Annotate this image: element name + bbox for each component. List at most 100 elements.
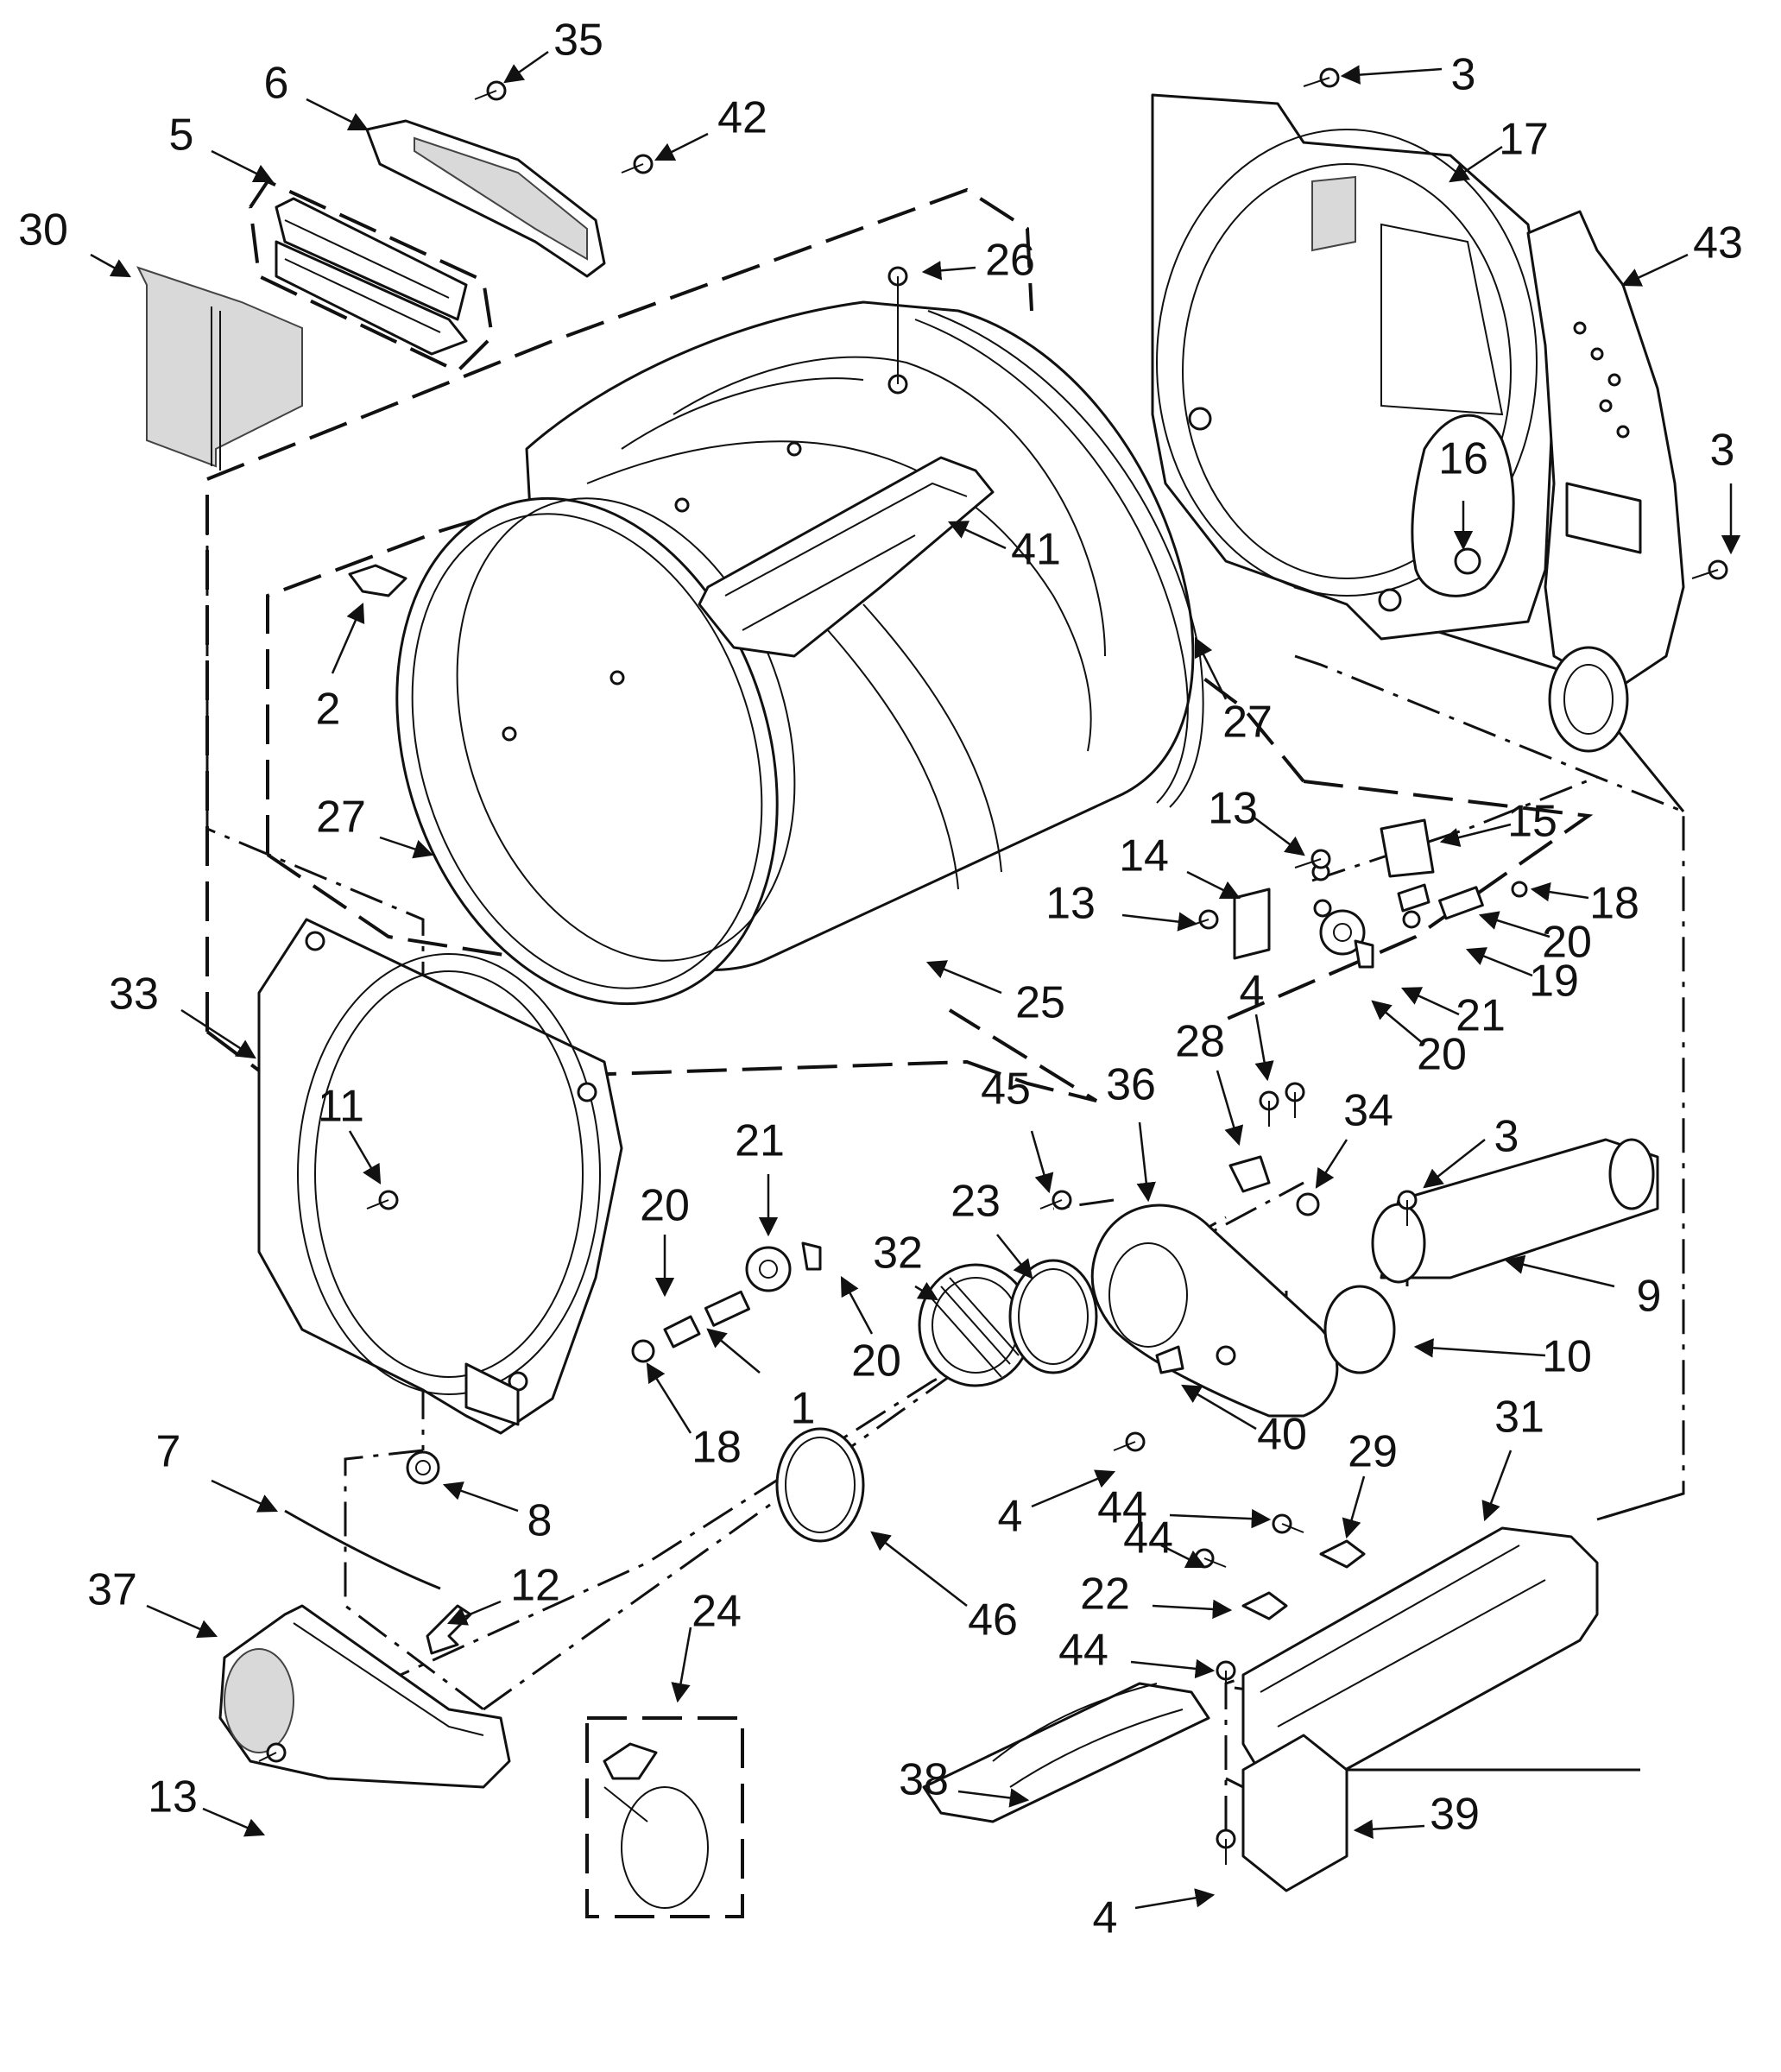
callout-number: 5 [169, 111, 194, 161]
callout-arrow [1340, 65, 1443, 85]
nut [406, 1450, 440, 1485]
callout-number: 4 [1240, 967, 1265, 1017]
callout-number: 7 [156, 1427, 181, 1477]
callout-arrow [1353, 1819, 1425, 1839]
callout-number: 27 [1222, 698, 1273, 748]
callout-number: 34 [1343, 1086, 1393, 1136]
callout-arrow [1315, 1139, 1348, 1189]
screw [1216, 1829, 1236, 1865]
screw [1397, 1190, 1418, 1226]
callout-number: 29 [1348, 1427, 1398, 1477]
callout-arrow [90, 253, 131, 278]
callout-labels: 1233344456789101112131313141516171818192… [18, 16, 1743, 1943]
callout-number: 8 [527, 1496, 553, 1546]
callout-number: 19 [1529, 957, 1579, 1007]
callout-arrow [1465, 947, 1533, 977]
callout-number: 18 [1589, 879, 1639, 929]
callout-number: 41 [1011, 525, 1061, 575]
callout-arrow [957, 1788, 1030, 1808]
screw [1294, 849, 1331, 869]
callout-arrow [1130, 1658, 1216, 1679]
callout-arrow [306, 98, 369, 131]
callout-arrow [1449, 145, 1503, 183]
callout-number: 3 [1451, 50, 1476, 100]
drum [395, 294, 1204, 1006]
callout-arrow [1136, 1121, 1156, 1203]
blower-wheel [918, 1263, 1033, 1387]
callout-arrow [146, 1604, 218, 1639]
callout-arrow [914, 1281, 938, 1301]
callout-number: 13 [1045, 879, 1096, 929]
callout-arrow [331, 602, 365, 674]
callout-arrow [996, 1234, 1033, 1279]
control-panel-bracket [1526, 210, 1685, 753]
callout-number: 45 [981, 1064, 1031, 1115]
callout-number: 21 [735, 1116, 785, 1166]
callout-number: 15 [1507, 797, 1557, 847]
screw [258, 1742, 287, 1763]
callout-arrow [1504, 1254, 1615, 1288]
callout-number: 1 [791, 1384, 816, 1434]
callout-number: 46 [968, 1595, 1018, 1646]
callout-number: 16 [1438, 434, 1488, 484]
callout-arrow [202, 1807, 266, 1837]
callout-number: 6 [264, 59, 289, 109]
callout-arrow [1169, 1508, 1272, 1529]
callout-number: 43 [1693, 218, 1743, 268]
callout-number: 31 [1494, 1393, 1544, 1443]
callout-arrow [180, 1008, 256, 1059]
callout-number: 27 [316, 793, 366, 843]
callout-number: 24 [692, 1587, 742, 1637]
callout-arrow [211, 149, 275, 183]
callout-number: 26 [985, 236, 1035, 286]
thermal-fuse-22 [1241, 1591, 1288, 1620]
callout-number: 28 [1175, 1017, 1225, 1067]
callout-arrow [1186, 870, 1241, 900]
callout-arrow [671, 1627, 692, 1703]
callout-number: 3 [1494, 1112, 1519, 1162]
drum-baffle [698, 456, 995, 658]
callout-number: 35 [553, 16, 603, 66]
callout-arrow [925, 960, 1002, 995]
callout-number: 32 [873, 1229, 923, 1279]
callout-arrow [442, 1481, 519, 1513]
callout-number: 33 [109, 970, 159, 1020]
callout-number: 22 [1080, 1570, 1130, 1620]
callout-arrow [840, 1276, 874, 1335]
callout-arrow [1478, 911, 1550, 938]
callout-arrow [1481, 1450, 1513, 1522]
housing-clip [1155, 1345, 1184, 1374]
callout-arrow [348, 1130, 382, 1184]
callout-number: 13 [1208, 784, 1258, 834]
callout-number: 3 [1710, 426, 1735, 476]
callout-arrow [654, 132, 709, 161]
clip-34 [1296, 1192, 1320, 1216]
callout-number: 30 [18, 205, 68, 256]
screw [1285, 1082, 1305, 1118]
callout-number: 18 [692, 1423, 742, 1473]
screw [621, 154, 654, 174]
harness-kit [585, 1716, 744, 1918]
callout-number: 39 [1430, 1790, 1480, 1840]
idler-pulley-left [631, 1241, 822, 1363]
screw [887, 266, 908, 298]
screw [1039, 1190, 1072, 1210]
callout-arrow [1371, 1000, 1425, 1045]
callout-arrow [1439, 823, 1512, 848]
callout-number: 38 [899, 1755, 949, 1805]
callout-number: 12 [510, 1561, 560, 1611]
callout-arrow [211, 1479, 279, 1513]
thermostat-28 [1228, 1155, 1271, 1193]
callout-number: 25 [1015, 978, 1065, 1028]
callout-arrow [1400, 987, 1460, 1016]
callout-arrow [1121, 912, 1198, 932]
callout-arrow [1251, 815, 1305, 856]
callout-arrow [1160, 1544, 1207, 1569]
element-bracket [1241, 1734, 1348, 1892]
callout-arrow [1152, 1599, 1233, 1620]
screw [1216, 1660, 1236, 1692]
idler-pulley-right [1233, 818, 1528, 969]
callout-number: 36 [1106, 1060, 1156, 1110]
callout-number: 20 [851, 1336, 901, 1387]
